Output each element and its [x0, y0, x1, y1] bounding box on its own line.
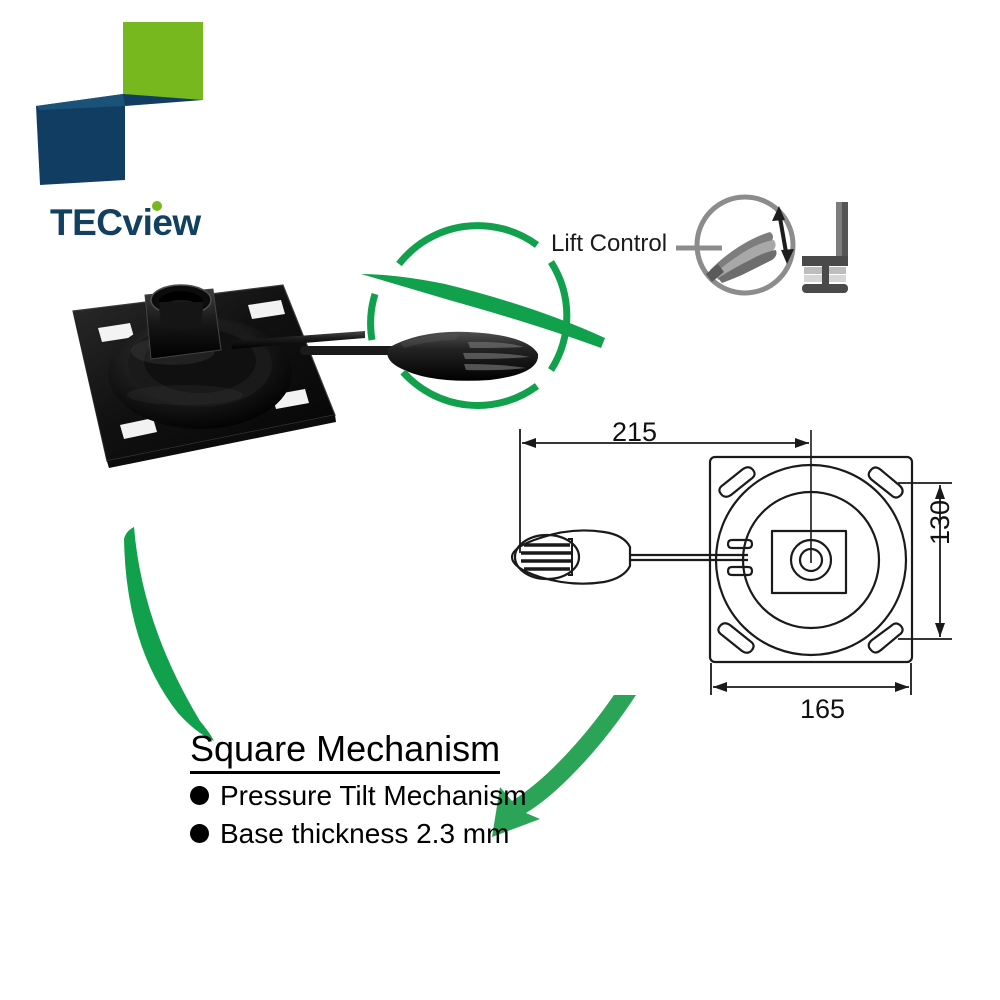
dimension-label-165: 165	[800, 694, 846, 724]
lift-control-label: Lift Control	[551, 230, 668, 257]
brand-logo: TECview	[28, 22, 228, 241]
brand-wordmark-part1: TEC	[50, 202, 123, 243]
spec-item-label: Base thickness 2.3 mm	[220, 817, 510, 849]
chair-side-view-icon	[802, 202, 848, 293]
tilt-lever-handle-photo	[300, 331, 539, 381]
page-title: Square Mechanism	[190, 730, 501, 774]
green-arrow-photo-to-spec	[124, 527, 214, 741]
dimension-label-130: 130	[925, 499, 955, 545]
spec-item-1: Base thickness 2.3 mm	[190, 818, 660, 850]
logo-i-dot-icon	[152, 201, 162, 211]
spec-item-label: Pressure Tilt Mechanism	[220, 779, 527, 811]
square-swivel-mechanism-photo	[72, 284, 365, 468]
spec-block: Square Mechanism Pressure Tilt Mechanism…	[190, 730, 660, 850]
brand-wordmark: TECview	[50, 204, 201, 241]
tecview-logo-mark-icon	[36, 22, 203, 185]
lift-control-green-highlight	[361, 222, 605, 409]
spec-title-wrap: Square Mechanism	[190, 730, 660, 774]
green-arrow-drawing-to-spec	[492, 695, 636, 837]
lever-magnifier-icon	[694, 194, 796, 296]
bullet-icon	[190, 824, 209, 844]
bullet-icon	[190, 786, 209, 806]
square-mechanism-dimension-drawing	[510, 429, 952, 695]
dimension-label-215: 215	[612, 417, 658, 447]
brand-wordmark-part2: view	[122, 202, 202, 243]
spec-item-0: Pressure Tilt Mechanism	[190, 780, 660, 812]
